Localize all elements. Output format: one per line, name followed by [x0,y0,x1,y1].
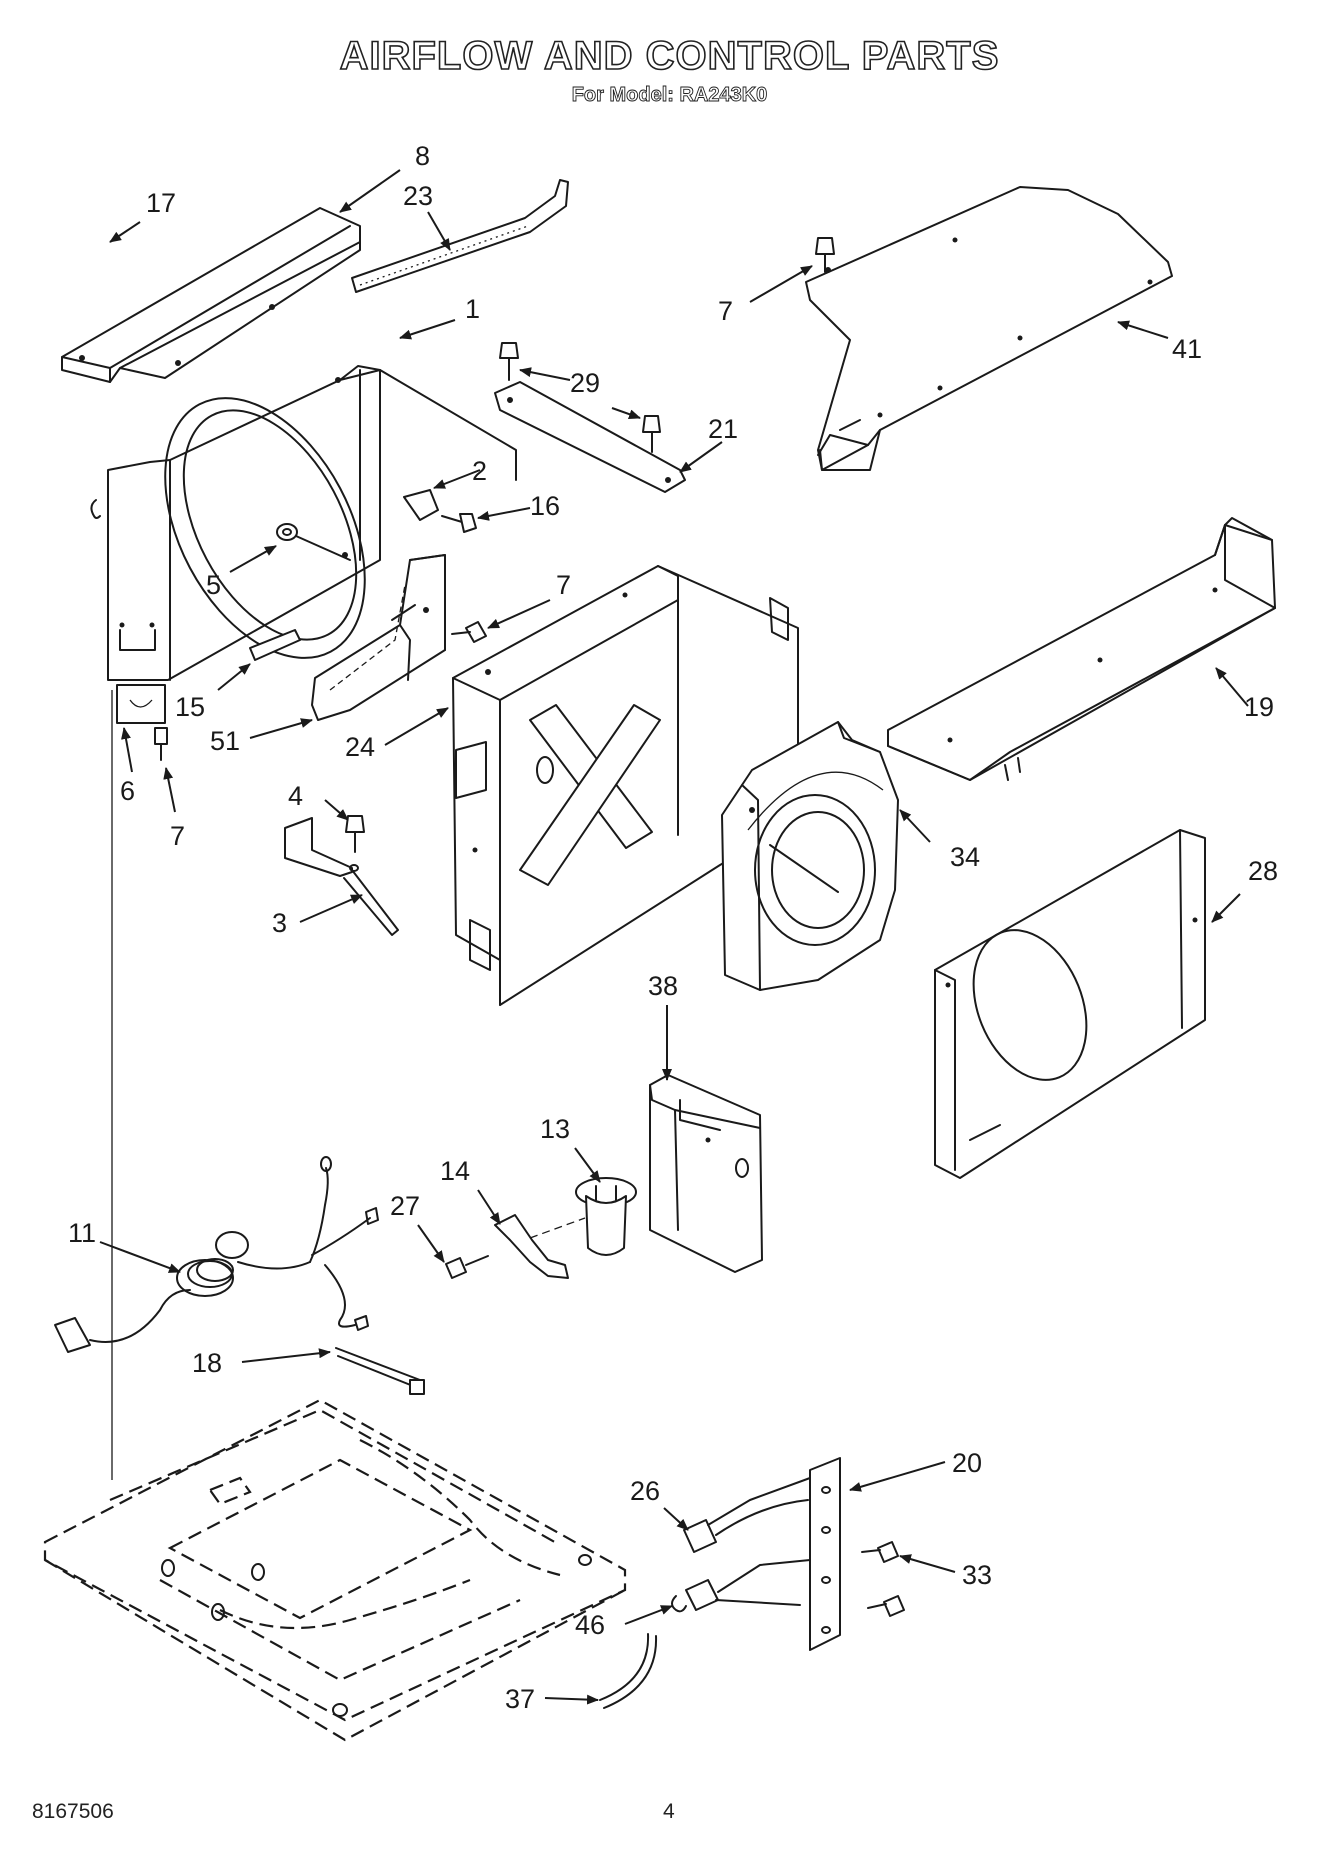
callout-28: 28 [1248,856,1278,886]
callout-41: 41 [1172,334,1202,364]
part-33-screw-upper [861,1541,899,1563]
callout-labels: 17 8 23 1 29 21 7 41 2 16 5 7 15 51 24 1… [68,141,1278,1714]
part-46-switch [671,1559,811,1613]
callout-5: 5 [206,570,221,600]
callout-33: 33 [962,1560,992,1590]
callout-7-lower: 7 [170,821,185,851]
part-51-baffle [311,554,446,721]
part-14-strap [494,1214,586,1279]
callout-4: 4 [288,781,303,811]
callout-14: 14 [440,1156,470,1186]
part-7-screw-top-right [815,237,835,273]
callout-7-top: 7 [718,296,733,326]
callout-51: 51 [210,726,240,756]
part-33-screw-lower [867,1595,905,1617]
callout-20: 20 [952,1448,982,1478]
callout-3: 3 [272,908,287,938]
callout-19: 19 [1244,692,1274,722]
part-23-gasket-strip [351,179,569,293]
part-4-screw [345,815,365,853]
document-number: 8167506 [32,1800,114,1823]
part-1-fan-shroud [107,365,517,681]
callout-18: 18 [192,1348,222,1378]
callout-23: 23 [403,181,433,211]
callout-34: 34 [950,842,980,872]
callout-21: 21 [708,414,738,444]
part-7-screw-lower-left [154,727,168,761]
callout-8: 8 [415,141,430,171]
part-28-side-panel [934,829,1206,1179]
part-19-rail-panel [887,517,1276,781]
callout-17: 17 [146,188,176,218]
part-41-top-panel [805,186,1173,471]
page-number: 4 [663,1800,675,1823]
leader-lines [99,169,1249,1705]
part-5-bushing [276,523,351,561]
model-subtitle: For Model: RA243K0 [571,84,768,107]
part-29-screw-b [642,415,661,453]
callout-46: 46 [575,1610,605,1640]
callout-13: 13 [540,1114,570,1144]
callout-27: 27 [390,1191,420,1221]
page-title: AIRFLOW AND CONTROL PARTS [339,33,1000,79]
part-17-clip [90,499,101,519]
part-7-screw-middle [451,621,487,643]
part-11-power-cord [54,1156,379,1353]
part-18-cable-tie [335,1347,425,1395]
part-29-screw-a [499,342,519,381]
callout-24: 24 [345,732,375,762]
callout-26: 26 [630,1476,660,1506]
callout-16: 16 [530,491,560,521]
part-26-switch [683,1477,811,1553]
part-8-top-cover [61,207,361,383]
base-pan [43,1398,627,1742]
part-34-blower-scroll [721,721,899,991]
callout-7-middle: 7 [556,570,571,600]
callout-29: 29 [570,368,600,398]
part-16-screw [441,513,477,533]
part-13-capacitor [575,1177,637,1256]
part-6-bracket [116,684,166,724]
callout-1: 1 [465,294,480,324]
part-3-mount-bracket [284,817,399,936]
part-21-brace [494,381,686,493]
part-37-tube [599,1633,650,1701]
callout-11: 11 [68,1218,96,1248]
callout-2: 2 [472,456,487,486]
part-24-partition-panel [452,565,799,1006]
callout-37: 37 [505,1684,535,1714]
part-15-pad [249,629,301,661]
part-2-clip [403,489,439,521]
part-38-control-bracket [649,1074,763,1273]
callout-6: 6 [120,776,135,806]
part-27-screw [445,1255,489,1279]
part-20-mounting-plate [809,1457,841,1651]
callout-15: 15 [175,692,205,722]
callout-38: 38 [648,971,678,1001]
